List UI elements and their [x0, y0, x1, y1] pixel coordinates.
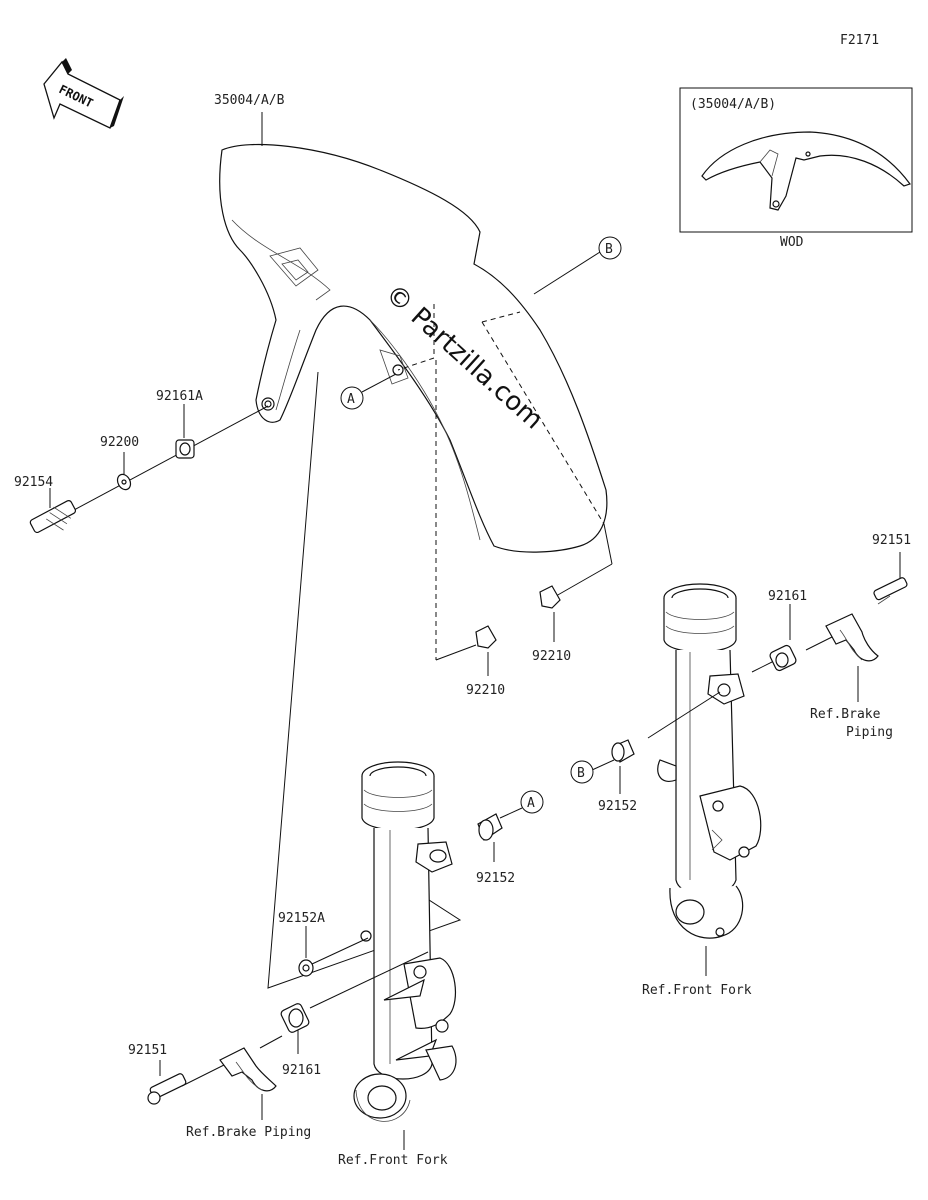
bolt-92151-right — [873, 577, 908, 605]
label-front-fork-left: Ref.Front Fork — [338, 1153, 448, 1168]
front-arrow-icon: FRONT — [43, 58, 124, 129]
label-92161A: 92161A — [156, 389, 203, 404]
collar-92161A — [175, 439, 195, 459]
inset-panel: (35004/A/B) WOD — [679, 87, 913, 250]
callout-a-bottom: A — [520, 790, 544, 814]
collar-92161-right — [769, 644, 797, 672]
bolt-92152A — [298, 959, 314, 977]
label-92154: 92154 — [14, 475, 53, 490]
washer-92200 — [116, 473, 132, 491]
nut-92210-right — [539, 585, 561, 609]
inset-title: (35004/A/B) — [690, 97, 776, 112]
label-92152-left: 92152 — [476, 871, 515, 886]
svg-text:A: A — [347, 392, 355, 407]
brake-clamp-right — [825, 613, 879, 662]
label-brake-right-2: Piping — [846, 725, 893, 740]
label-92161-right: 92161 — [768, 589, 807, 604]
inset-fender — [701, 131, 911, 211]
label-brake-right-1: Ref.Brake — [810, 707, 881, 722]
svg-text:B: B — [605, 242, 613, 257]
label-92210-right: 92210 — [532, 649, 571, 664]
callout-b-bottom: B — [570, 760, 594, 784]
label-35004: 35004/A/B — [214, 93, 285, 108]
figure-id: F2171 — [840, 33, 879, 48]
label-front-fork-right: Ref.Front Fork — [642, 983, 752, 998]
label-92210-left: 92210 — [466, 683, 505, 698]
label-brake-left: Ref.Brake Piping — [186, 1125, 311, 1140]
label-92151-left: 92151 — [128, 1043, 167, 1058]
right-front-fork — [657, 583, 762, 939]
brake-clamp-left — [219, 1047, 277, 1092]
bolt-92151-left — [147, 1073, 187, 1105]
bolt-92152-left — [477, 813, 503, 841]
svg-text:A: A — [527, 796, 535, 811]
front-fender — [219, 143, 608, 553]
label-92200: 92200 — [100, 435, 139, 450]
label-92152-right: 92152 — [598, 799, 637, 814]
callout-a-top: A — [340, 386, 364, 410]
callout-b-top: B — [598, 236, 622, 260]
bolt-92152-right — [611, 739, 635, 763]
left-front-fork — [353, 761, 457, 1122]
label-92151-right: 92151 — [872, 533, 911, 548]
inset-caption: WOD — [780, 235, 804, 250]
label-92161-left: 92161 — [282, 1063, 321, 1078]
bolt-92154 — [29, 500, 77, 534]
nut-92210-left — [475, 625, 497, 649]
label-92152A: 92152A — [278, 911, 325, 926]
svg-text:B: B — [577, 766, 585, 781]
collar-92161-left — [280, 1003, 310, 1033]
